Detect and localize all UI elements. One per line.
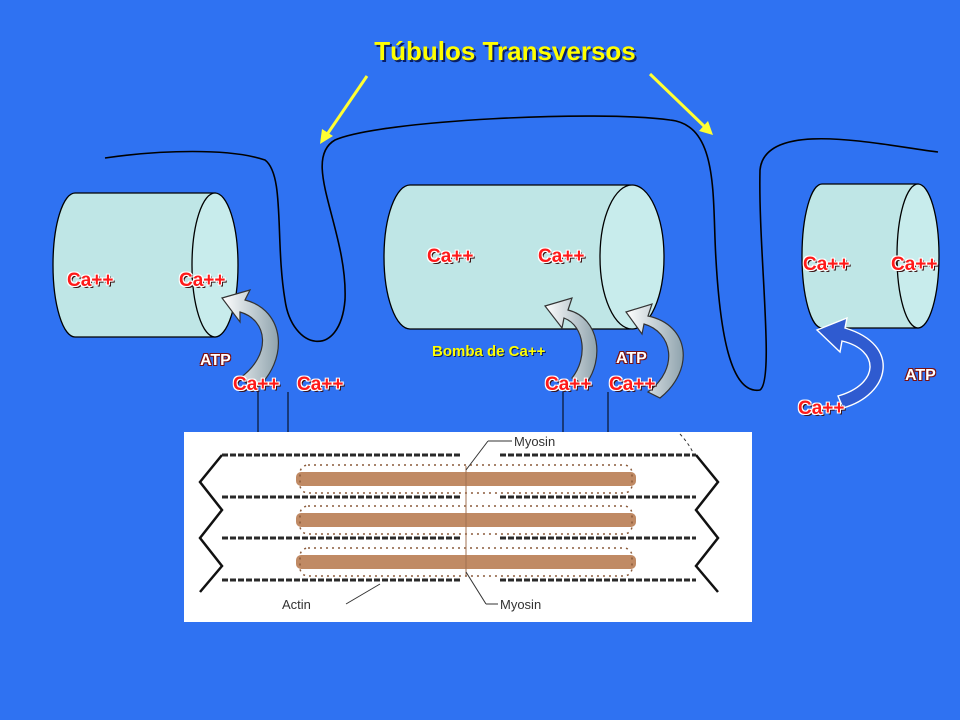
- actin-filaments: [222, 453, 696, 582]
- ca-label-left-bottom-2: Ca++: [297, 374, 344, 395]
- pump-arrow-middle-b: [625, 303, 684, 399]
- ca-label-mid-bottom-2: Ca++: [609, 374, 656, 395]
- atp-label-middle: ATP: [616, 350, 647, 367]
- myosin-label-top: Myosin: [514, 434, 555, 449]
- atp-label-right: ATP: [905, 367, 936, 384]
- ca-label-left-top-1: Ca++: [67, 270, 114, 291]
- ca-label-right-bottom: Ca++: [798, 398, 845, 419]
- z-line-right: [694, 454, 720, 593]
- ca-label-left-bottom-1: Ca++: [233, 374, 280, 395]
- ca-label-mid-top-2: Ca++: [538, 246, 585, 267]
- reticulum-cylinder-left: [52, 192, 239, 338]
- actin-label: Actin: [282, 597, 311, 612]
- ca-label-mid-top-1: Ca++: [427, 246, 474, 267]
- atp-label-left: ATP: [200, 352, 231, 369]
- ca-label-right-top-2: Ca++: [891, 254, 938, 275]
- calcium-pump-label: Bomba de Ca++: [432, 343, 546, 360]
- reticulum-cylinder-middle: [383, 184, 665, 330]
- sarcomere-inset: Myosin Myosin Actin: [184, 432, 752, 622]
- pump-arrow-right: [815, 316, 884, 409]
- pump-arrow-middle-a: [543, 297, 598, 386]
- t-tubule-membrane: [104, 115, 939, 391]
- pump-arrow-left: [220, 289, 279, 391]
- ca-label-left-top-2: Ca++: [179, 270, 226, 291]
- arrow-left-to-tubule: [320, 75, 369, 144]
- ca-label-mid-bottom-1: Ca++: [545, 374, 592, 395]
- ca-label-right-top-1: Ca++: [803, 254, 850, 275]
- z-line-left: [198, 454, 224, 593]
- diagram-title: Túbulos Transversos: [374, 36, 636, 66]
- myosin-label-bottom: Myosin: [500, 597, 541, 612]
- arrow-right-to-tubule: [648, 72, 713, 135]
- myosin-filaments: [296, 464, 636, 577]
- reticulum-cylinder-right: [801, 183, 940, 329]
